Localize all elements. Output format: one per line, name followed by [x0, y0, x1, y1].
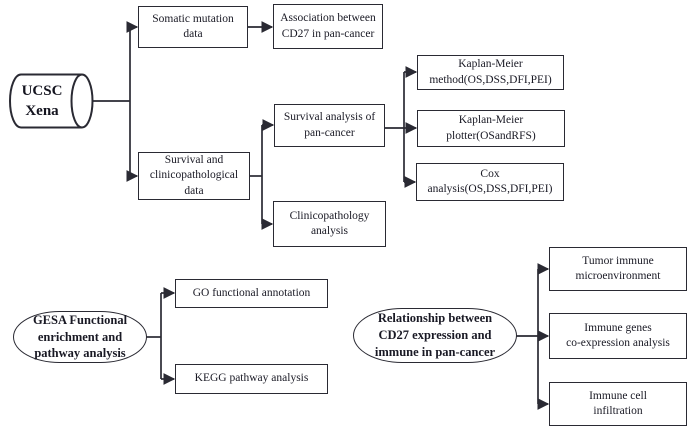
node-kaplan-meier-method: Kaplan-Meier method(OS,DSS,DFI,PEI) — [417, 55, 564, 90]
node-ucsc-xena-label: UCSC Xena — [21, 82, 63, 119]
node-kegg-pathway-analysis: KEGG pathway analysis — [175, 364, 328, 394]
node-cox-analysis: Cox analysis(OS,DSS,DFI,PEI) — [416, 163, 564, 201]
node-survival-clinicopathological-data: Survival and clinicopathological data — [138, 152, 250, 200]
node-association-cd27-pan-cancer: Association between CD27 in pan-cancer — [273, 4, 383, 49]
database-cylinder — [9, 73, 82, 129]
node-tumor-immune-microenvironment: Tumor immune microenvironment — [549, 247, 687, 291]
database-cylinder-cap — [70, 73, 94, 129]
node-immune-genes-coexpression: Immune genes co-expression analysis — [549, 313, 687, 359]
node-gesa-functional-enrichment: GESA Functional enrichment and pathway a… — [13, 311, 147, 363]
node-survival-analysis-pan-cancer: Survival analysis of pan-cancer — [274, 104, 385, 147]
node-relationship-cd27-immune: Relationship between CD27 expression and… — [353, 308, 517, 363]
node-go-functional-annotation: GO functional annotation — [175, 279, 328, 308]
node-somatic-mutation-data: Somatic mutation data — [138, 6, 248, 48]
node-clinicopathology-analysis: Clinicopathology analysis — [273, 201, 386, 247]
node-immune-cell-infiltration: Immune cell infiltration — [549, 382, 687, 426]
node-kaplan-meier-plotter: Kaplan-Meier plotter(OSandRFS) — [417, 110, 565, 147]
